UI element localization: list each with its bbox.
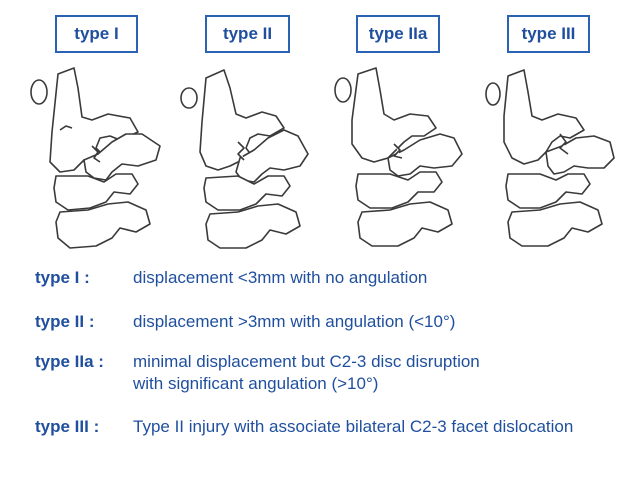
legend-line: minimal displacement but C2-3 disc disru… xyxy=(133,352,480,371)
legend-line: displacement <3mm with no angulation xyxy=(133,268,428,287)
type-iia-spine-illustration xyxy=(334,67,463,247)
c2-body xyxy=(351,67,437,163)
c3-vertebra xyxy=(203,175,291,211)
fracture-line xyxy=(559,133,569,155)
type-iia-header-label: type IIa xyxy=(368,24,428,43)
fracture-line xyxy=(91,145,101,163)
atlas-arch xyxy=(485,82,501,106)
c4-vertebra xyxy=(507,201,603,247)
type-iii-header: type III xyxy=(507,15,590,53)
c4-vertebra xyxy=(357,201,453,247)
fracture-line xyxy=(393,143,403,159)
c2-body xyxy=(199,69,285,171)
type-i-header: type I xyxy=(55,15,138,53)
legend-term: type IIa : xyxy=(35,352,104,371)
type-ii-header: type II xyxy=(205,15,290,53)
c3-vertebra xyxy=(355,171,443,209)
type-iii-spine-illustration xyxy=(485,69,615,247)
dens-line xyxy=(59,125,73,131)
legend-description: minimal displacement but C2-3 disc disru… xyxy=(133,351,480,395)
legend-line: with significant angulation (>10°) xyxy=(133,374,379,393)
legend-term: type I : xyxy=(35,268,90,287)
atlas-arch xyxy=(180,87,198,109)
atlas-arch xyxy=(334,77,352,103)
c2-body xyxy=(49,67,139,173)
c3-vertebra xyxy=(505,173,591,209)
legend-term: type II : xyxy=(35,312,95,331)
c4-vertebra xyxy=(55,201,151,249)
type-i-header-label: type I xyxy=(74,24,119,43)
c3-vertebra xyxy=(53,173,139,211)
legend-line: Type II injury with associate bilateral … xyxy=(133,417,574,436)
type-iii-header-label: type III xyxy=(521,24,576,43)
type-i-spine-illustration xyxy=(30,67,161,249)
c4-vertebra xyxy=(205,203,301,249)
c2-body xyxy=(503,69,585,165)
legend-description: Type II injury with associate bilateral … xyxy=(133,416,573,438)
legend-description: displacement <3mm with no angulation xyxy=(133,267,427,289)
type-ii-header-label: type II xyxy=(222,24,273,43)
type-iia-header: type IIa xyxy=(356,15,440,53)
type-ii-spine-illustration xyxy=(180,69,309,249)
atlas-arch xyxy=(30,79,48,105)
legend-term: type III : xyxy=(35,417,100,436)
fracture-line xyxy=(237,141,245,161)
legend-line: displacement >3mm with angulation (<10°) xyxy=(133,312,456,331)
legend-description: displacement >3mm with angulation (<10°) xyxy=(133,311,455,333)
c2-lamina-dislocated xyxy=(545,135,615,175)
